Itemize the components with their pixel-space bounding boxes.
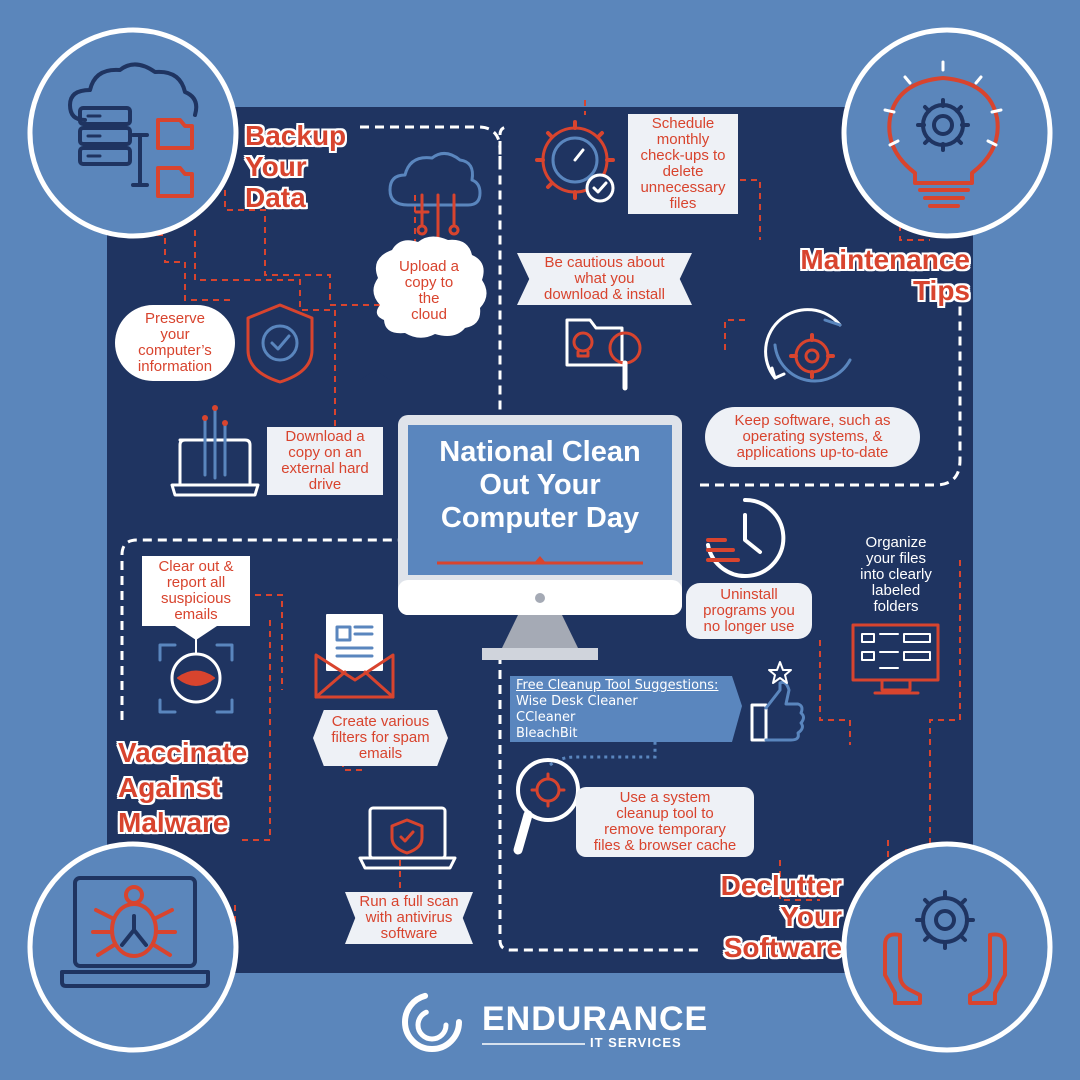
envelope-icon — [314, 614, 395, 699]
tip-download: Download a copy on an external hard driv… — [267, 427, 383, 495]
tip-filters: Create various filters for spam emails — [313, 710, 448, 766]
face-scan-icon — [158, 633, 234, 714]
computer-monitor-icon — [398, 415, 682, 660]
tip-preserve: Preserve your computer’s information — [115, 305, 235, 381]
tip-scan: Run a full scan with antivirus software — [345, 892, 473, 944]
tip-cautious: Be cautious about what you download & in… — [517, 253, 692, 305]
cloud-server-icon — [68, 62, 199, 198]
dotted-connector — [549, 740, 657, 767]
refresh-gear-icon — [764, 308, 852, 383]
gear-clock-icon — [535, 120, 615, 203]
hands-gear-icon — [883, 890, 1007, 1005]
laptop-bug-icon — [60, 876, 210, 988]
section-title-maintenance: Maintenance Tips — [800, 244, 970, 306]
logo-subtitle: IT SERVICES — [590, 1035, 682, 1050]
tip-uninstall: Uninstall programs you no longer use — [686, 583, 812, 639]
tool-suggestions-banner — [510, 676, 742, 742]
tip-cleanup-tool: Use a system cleanup tool to remove temp… — [576, 787, 754, 857]
white-connector-lines — [120, 125, 962, 952]
tip-schedule: Schedule monthly check-ups to delete unn… — [628, 114, 738, 214]
shield-check-icon — [246, 303, 314, 384]
cloud-network-icon — [388, 152, 482, 250]
section-title-malware: Vaccinate Against Malware — [118, 737, 248, 838]
tool-item: BleachBit — [516, 726, 578, 741]
lightbulb-gear-icon — [883, 60, 1003, 208]
tip-upload: Upload a copy to the cloud — [398, 258, 460, 323]
cloud-bubble — [373, 236, 487, 338]
upload-cloud-pointer — [360, 370, 390, 380]
clear-emails-pointer — [175, 626, 217, 640]
laptop-data-icon — [170, 405, 260, 497]
tool-item: Wise Desk Cleaner — [516, 694, 638, 709]
tool-suggestions: Free Cleanup Tool Suggestions: Wise Desk… — [510, 676, 740, 742]
section-title-backup: Backup Your Data — [245, 120, 347, 213]
main-title: National Clean Out Your Computer Day — [439, 436, 641, 534]
tool-item: CCleaner — [516, 710, 576, 725]
magnifier-gear-icon — [513, 758, 580, 855]
clock-icon — [706, 497, 786, 578]
section-title-declutter: Declutter Your Software — [720, 870, 842, 963]
dashboard-monitor-icon — [851, 623, 940, 695]
tip-clear-emails: Clear out & report all suspicious emails — [142, 556, 250, 626]
tip-keep-updated: Keep software, such as operating systems… — [705, 407, 920, 467]
laptop-shield-icon — [358, 806, 457, 870]
thumbs-up-icon — [750, 661, 805, 742]
logo-swirl-icon — [402, 992, 462, 1052]
folder-skull-icon — [565, 318, 642, 391]
tool-suggestions-heading: Free Cleanup Tool Suggestions: — [516, 678, 719, 693]
tip-organize: Organize your files into clearly labeled… — [848, 535, 944, 615]
logo-name: ENDURANCE — [482, 1000, 709, 1038]
